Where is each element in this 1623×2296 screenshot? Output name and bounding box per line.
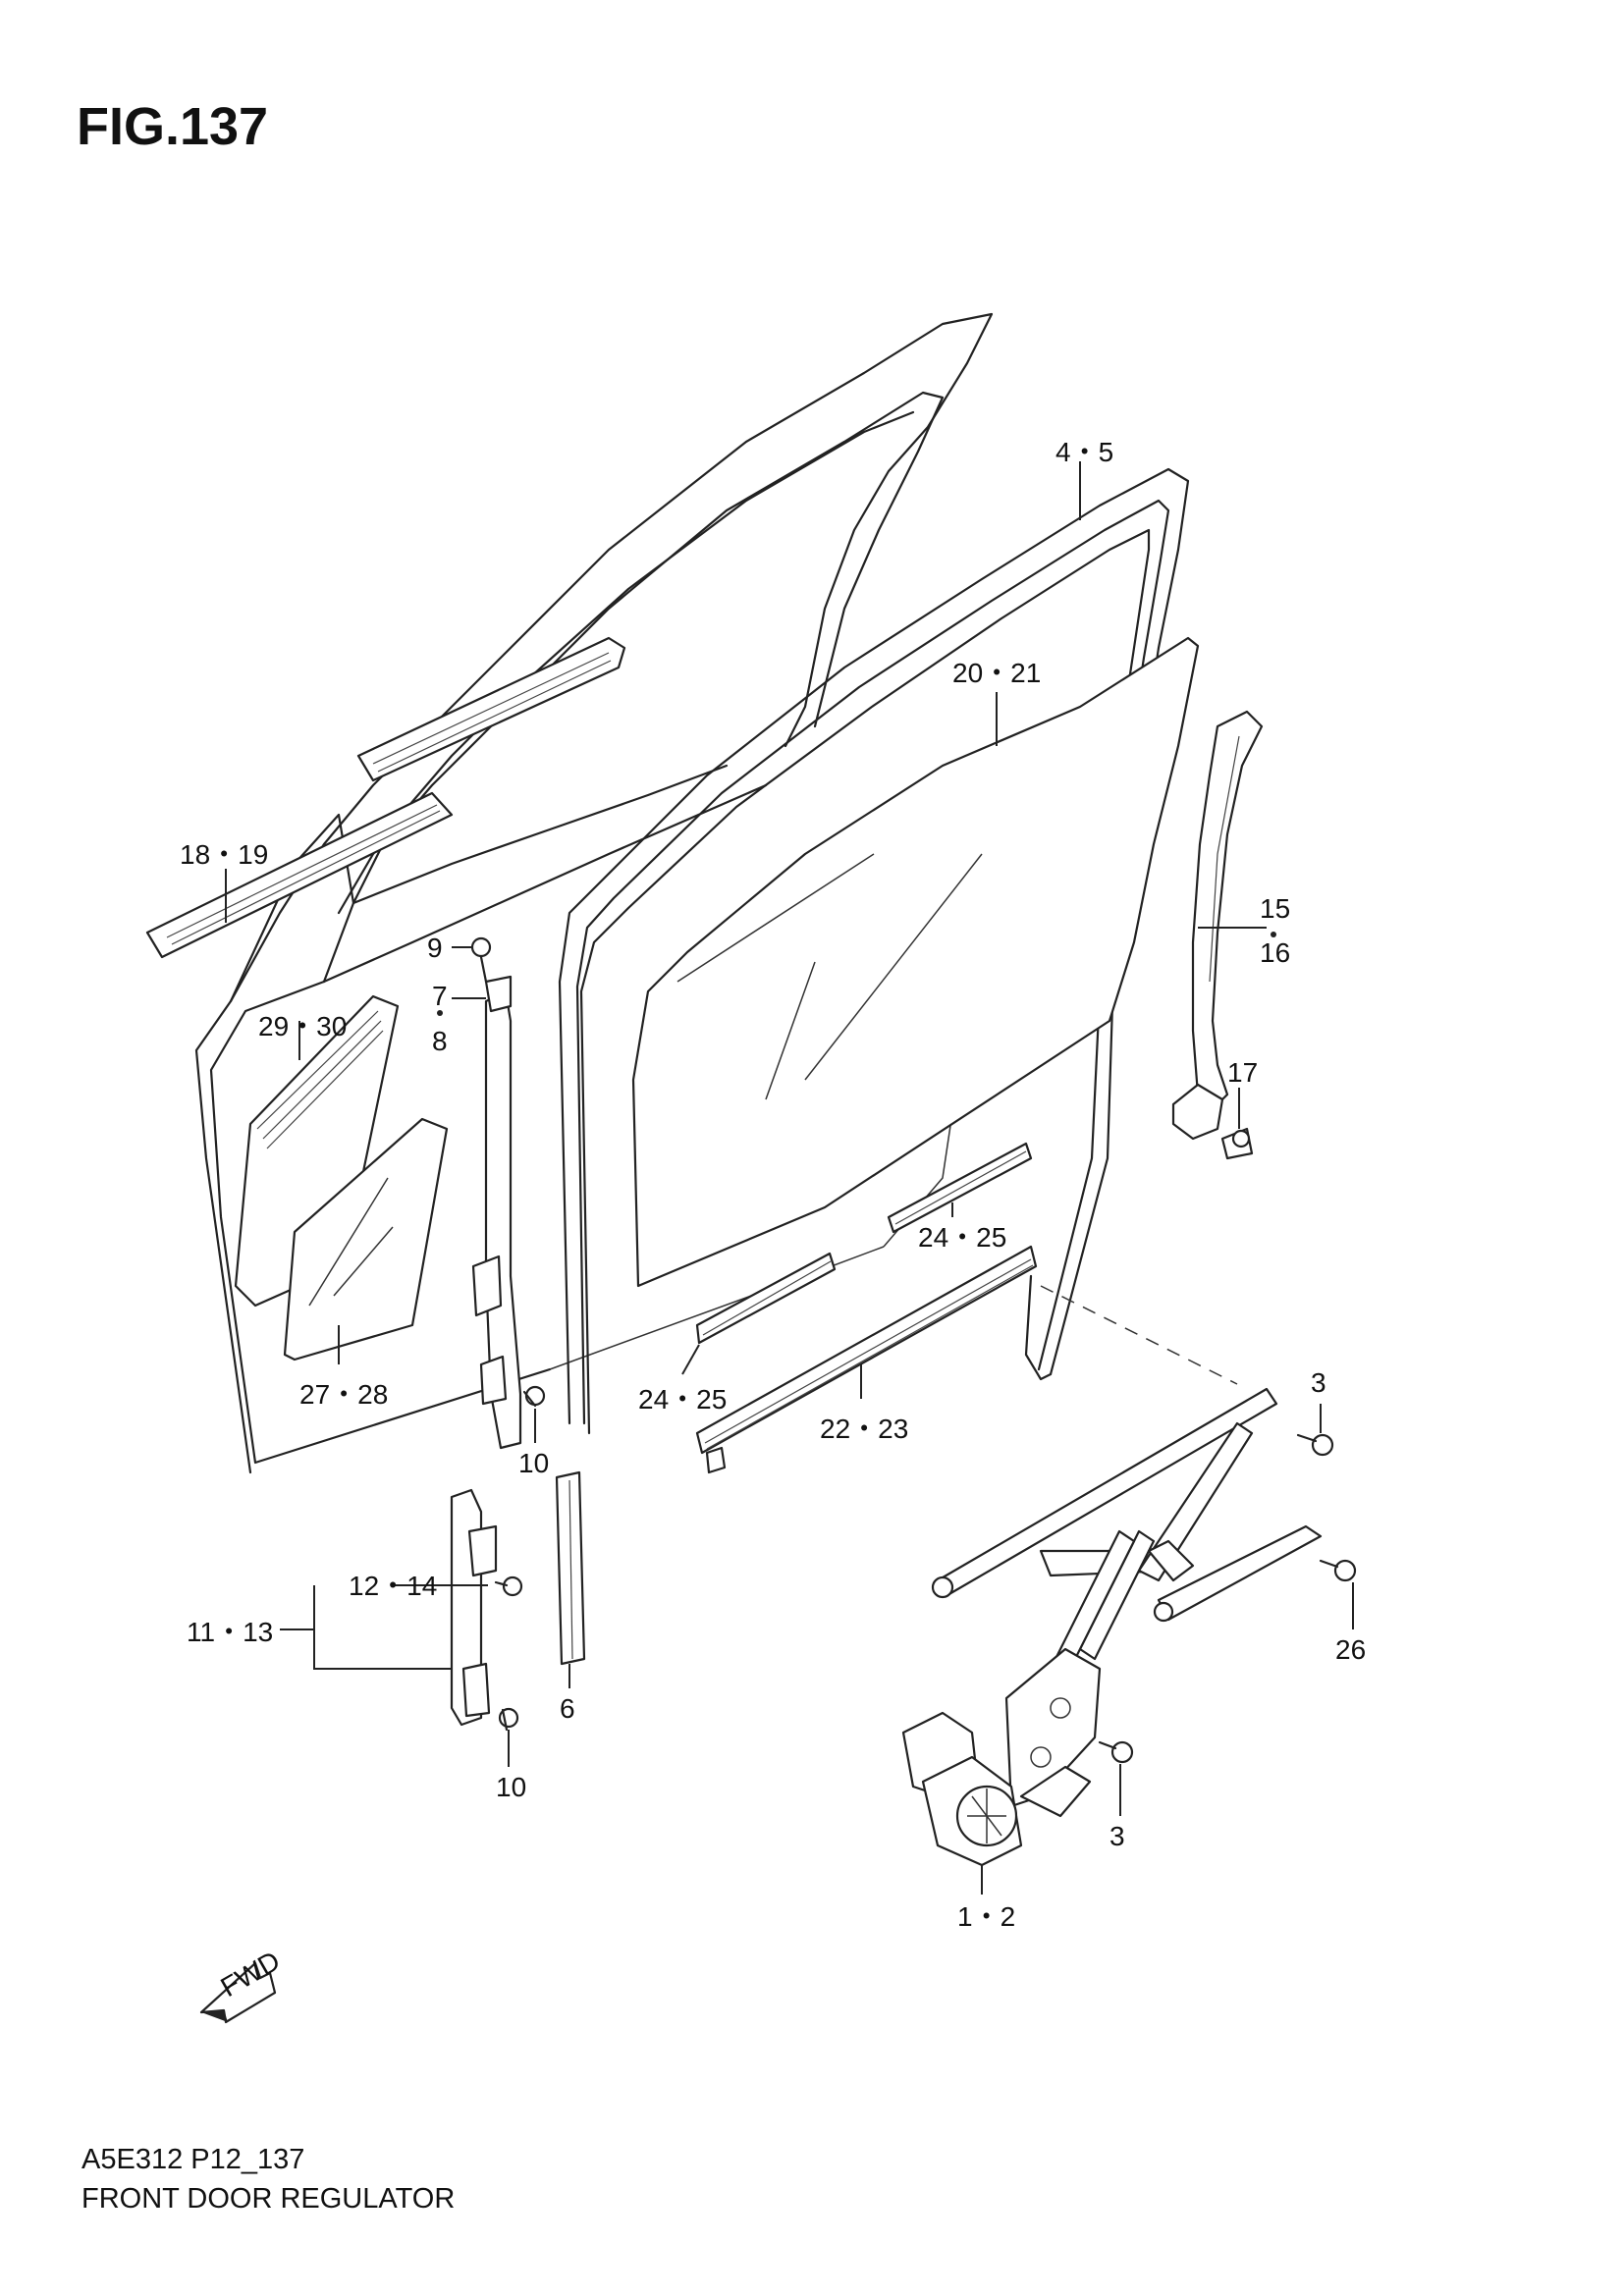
- callout-4-5: 4・5: [1055, 437, 1113, 467]
- callout-8: 8: [432, 1026, 448, 1056]
- bolt-icon: [1319, 1559, 1357, 1582]
- window-regulator: [901, 1387, 1323, 1867]
- callout-11-13: 11・13: [187, 1617, 273, 1647]
- callout-24-25-upper: 24・25: [918, 1222, 1006, 1253]
- callout-9: 9: [427, 933, 443, 963]
- bolt-icon: [1220, 1127, 1254, 1160]
- callout-18-19: 18・19: [180, 839, 268, 870]
- callout-labels: 4・5 20・21 18・19 15 16 9 7 8 29・30 17 24・…: [180, 437, 1366, 1932]
- callout-16: 16: [1260, 937, 1290, 968]
- bolts: [494, 1127, 1357, 1764]
- front-sash-channel: [470, 936, 522, 1450]
- callout-10-lower: 10: [496, 1772, 526, 1802]
- bolt-icon: [494, 1575, 523, 1597]
- lower-sash-bracket: [450, 1488, 498, 1727]
- callout-24-25-lower: 24・25: [638, 1384, 727, 1415]
- bolt-icon: [522, 1385, 546, 1408]
- callout-26: 26: [1335, 1634, 1366, 1665]
- callout-dot: [1271, 932, 1276, 937]
- figure-title: FIG.137: [77, 97, 269, 156]
- callout-6: 6: [560, 1693, 575, 1724]
- door-glass: [631, 636, 1200, 1288]
- forward-direction-arrow: FWD: [199, 1945, 285, 2024]
- bolt-icon: [498, 1707, 519, 1732]
- lower-channel-6: [555, 1470, 586, 1666]
- rear-window-channel: [1171, 710, 1264, 1141]
- beltline-seals: [695, 1142, 1038, 1474]
- bolt-icon: [1296, 1433, 1334, 1457]
- callout-15: 15: [1260, 893, 1290, 924]
- figure-name: FRONT DOOR REGULATOR: [81, 2183, 456, 2215]
- figure-code: A5E312 P12_137: [81, 2144, 305, 2175]
- callout-7: 7: [432, 981, 448, 1011]
- callout-3-upper: 3: [1311, 1367, 1326, 1398]
- callout-1-2: 1・2: [957, 1901, 1015, 1932]
- callout-12-14: 12・14: [349, 1571, 437, 1601]
- callout-22-23: 22・23: [820, 1414, 908, 1444]
- outer-weatherstrip: [145, 636, 626, 959]
- callout-17: 17: [1227, 1057, 1258, 1088]
- quarter-window: [234, 994, 449, 1362]
- bolt-icon: [1098, 1740, 1134, 1764]
- callout-27-28: 27・28: [299, 1379, 388, 1410]
- callout-20-21: 20・21: [952, 658, 1041, 688]
- leader-lines: [225, 461, 1354, 1895]
- callout-29-30: 29・30: [258, 1011, 347, 1041]
- callout-10-upper: 10: [518, 1448, 549, 1478]
- callout-3-lower: 3: [1109, 1821, 1125, 1851]
